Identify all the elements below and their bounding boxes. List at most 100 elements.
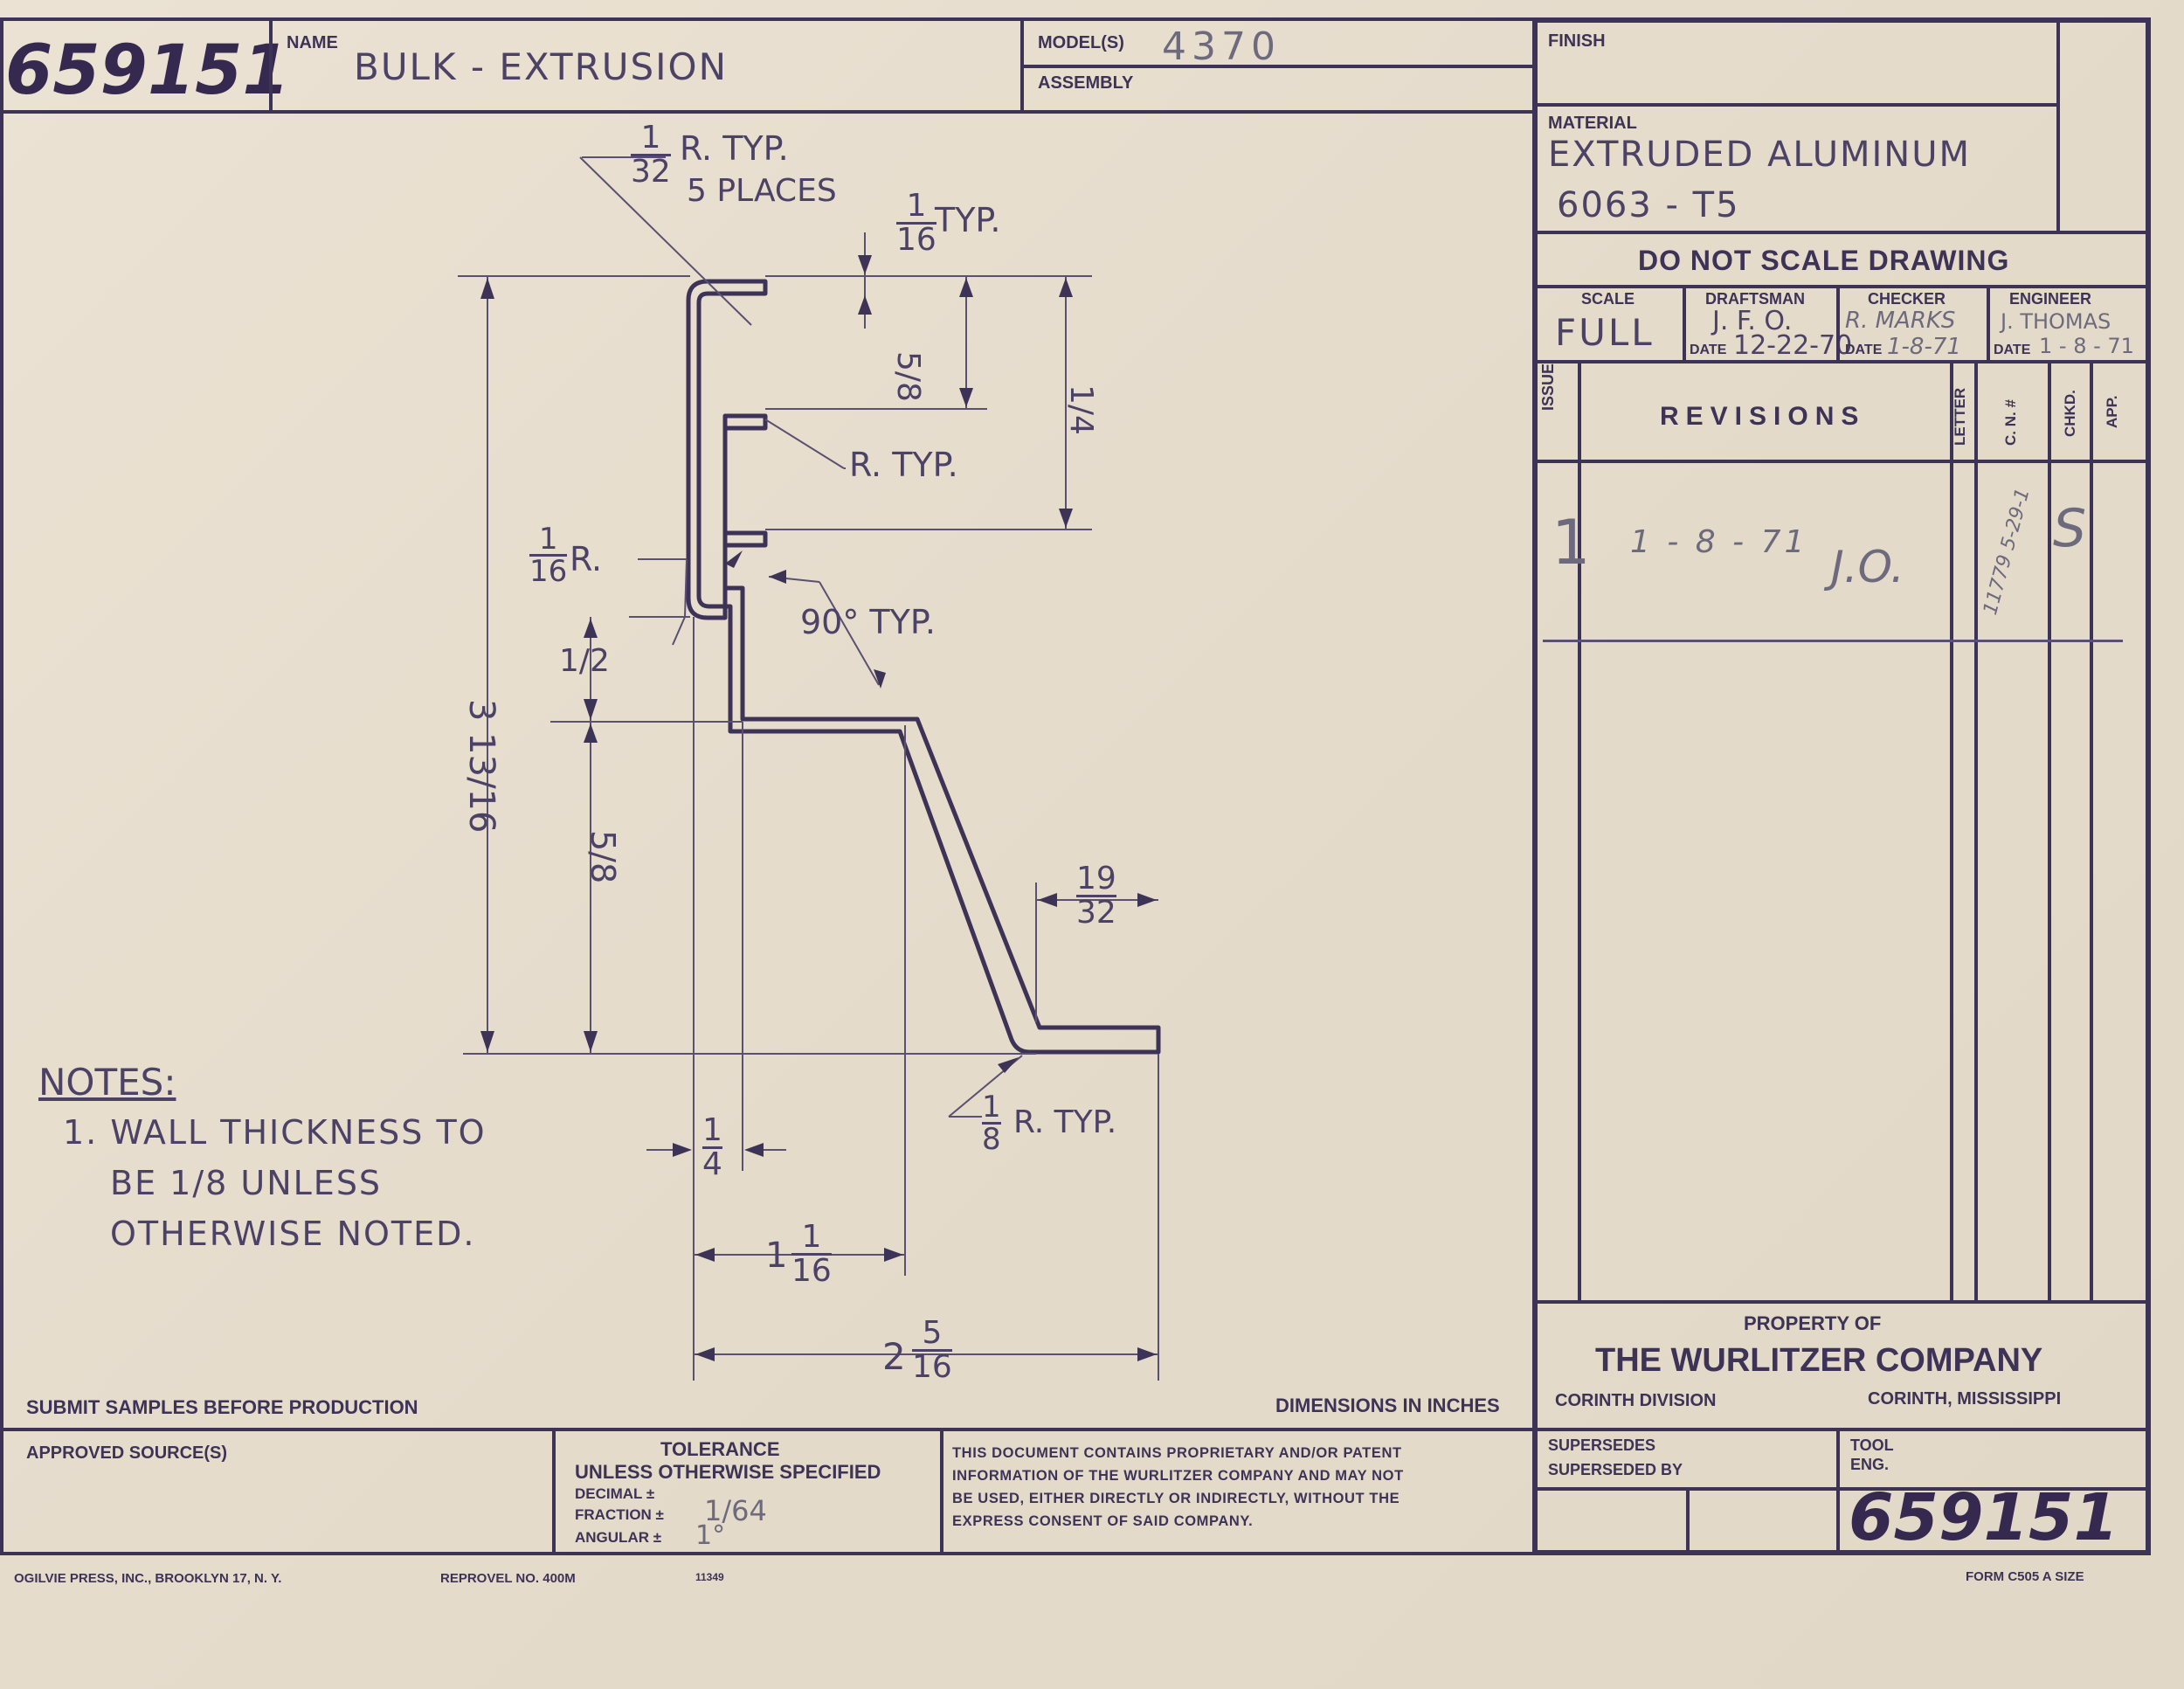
revisions-header [1532,360,2151,463]
r-top-label: R. TYP. [680,129,789,168]
dimensions-in-inches: DIMENSIONS IN INCHES [1275,1395,1500,1416]
checker-value: R. MARKS [1845,308,1956,334]
revisions-title: REVISIONS [1660,402,1866,431]
rev-chkd-value: S [2053,498,2087,559]
rev-initials: J.O. [1831,542,1904,592]
angular-value: 1° [695,1520,726,1551]
location: CORINTH, MISSISSIPPI [1868,1389,2062,1409]
material-value-line1: EXTRUDED ALUMINUM [1548,135,1972,175]
engineer-value: J. THOMAS [2001,309,2111,334]
print-code: 11349 [695,1571,724,1583]
nineteen-den: 32 [1076,895,1116,931]
rev-date-value: 1 - 8 - 71 [1630,524,1808,560]
eighth-r-den: 8 [982,1122,1001,1157]
material-label: MATERIAL [1548,114,1637,133]
division: CORINTH DIVISION [1555,1391,1717,1410]
proprietary-line2: INFORMATION OF THE WURLITZER COMPANY AND… [952,1468,1404,1484]
sixteenth-r-num: 1 [538,522,558,557]
part-name: BULK - EXTRUSION [354,45,729,88]
typ-label: TYP. [935,201,1001,239]
extrusion-profile [686,279,1161,1055]
rev-col-line [1950,360,1953,1304]
drawing-number-bottom: 659151 [1849,1480,2118,1555]
dim-five-eighths-top: 5/8 [890,351,926,402]
typ-num: 1 [906,188,927,224]
sixteenth-r-label: R. [570,540,603,578]
draftsman-value: J. F. O. [1712,306,1793,336]
nineteen-num: 19 [1076,861,1116,896]
rev-issue-value: 1 [1552,507,1591,578]
printer-credit: OGILVIE PRESS, INC., BROOKLYN 17, N. Y. [14,1571,282,1586]
two-five-den: 16 [912,1349,952,1385]
decimal-label: DECIMAL ± [575,1485,655,1502]
rev-col-line [1578,360,1581,1304]
engineer-label: ENGINEER [2009,290,2092,308]
checker-label: CHECKER [1868,290,1946,308]
dimension-lines [458,156,1159,1381]
eighth-r-num: 1 [982,1090,1001,1125]
tolerance-title: TOLERANCE [660,1438,780,1460]
approved-sources-label: APPROVED SOURCE(S) [26,1443,228,1463]
ninety-typ-label: 90° TYP. [800,603,936,641]
notes-line3: OTHERWISE NOTED. [110,1215,476,1253]
engineer-date-label: DATE [1994,343,2031,357]
notes-line1: 1. WALL THICKNESS TO [63,1113,487,1152]
r-top-den: 32 [631,154,671,190]
one-sixteenth-whole: 1 [765,1236,788,1276]
submit-samples: SUBMIT SAMPLES BEFORE PRODUCTION [26,1396,418,1418]
tolerance-subtitle: UNLESS OTHERWISE SPECIFIED [575,1461,881,1483]
one-sixteenth-num: 1 [801,1219,822,1255]
r-typ-label: R. TYP. [849,446,958,484]
scale-value: FULL [1555,311,1655,354]
proprietary-line3: BE USED, EITHER DIRECTLY OR INDIRECTLY, … [952,1491,1400,1506]
proprietary-line1: THIS DOCUMENT CONTAINS PROPRIETARY AND/O… [952,1445,1402,1461]
quarter-den: 4 [702,1146,722,1182]
dim-half: 1/2 [559,643,610,679]
do-not-scale: DO NOT SCALE DRAWING [1638,245,2010,276]
material-value-line2: 6063 - T5 [1557,185,1740,225]
property-label: PROPERTY OF [1744,1312,1882,1334]
number-cell-bottom [1836,1487,2151,1555]
dimension-arrowheads [480,255,1157,1361]
draftsman-label: DRAFTSMAN [1705,290,1805,308]
assembly-label: ASSEMBLY [1038,73,1134,93]
checker-date-label: DATE [1845,343,1883,357]
dim-overall-height: 3 13/16 [461,699,501,834]
rev-col-line [2048,360,2051,1304]
two-five-num: 5 [922,1315,943,1351]
typ-den: 16 [896,222,936,258]
fraction-value: 1/64 [704,1494,767,1527]
supersedes-label: SUPERSEDES [1548,1436,1656,1454]
notes-line2: BE 1/8 UNLESS [110,1164,383,1202]
rev-entry-underline [1543,640,2123,642]
form-number: FORM C505 A SIZE [1966,1569,2084,1584]
eng-label: ENG. [1850,1456,1890,1473]
engineer-date: 1 - 8 - 71 [2039,334,2134,358]
superseded-by-label: SUPERSEDED BY [1548,1461,1683,1478]
drawing-number: 659151 [5,31,290,110]
one-sixteenth-den: 16 [791,1253,832,1289]
proprietary-line4: EXPRESS CONSENT OF SAID COMPANY. [952,1513,1254,1529]
two-five-whole: 2 [882,1335,906,1378]
company-name: THE WURLITZER COMPANY [1595,1342,2043,1379]
tool-label: TOOL [1850,1436,1894,1454]
eighth-r-label: R. TYP. [1013,1104,1117,1140]
dim-one-quarter: 1/4 [1063,384,1099,435]
name-label: NAME [287,33,338,52]
notes-heading: NOTES: [38,1061,176,1104]
draftsman-date-label: DATE [1690,343,1727,357]
rev-col-line [1974,360,1978,1304]
r-top-places: 5 PLACES [687,173,837,209]
quarter-num: 1 [702,1112,722,1148]
checker-date: 1-8-71 [1887,334,1961,360]
